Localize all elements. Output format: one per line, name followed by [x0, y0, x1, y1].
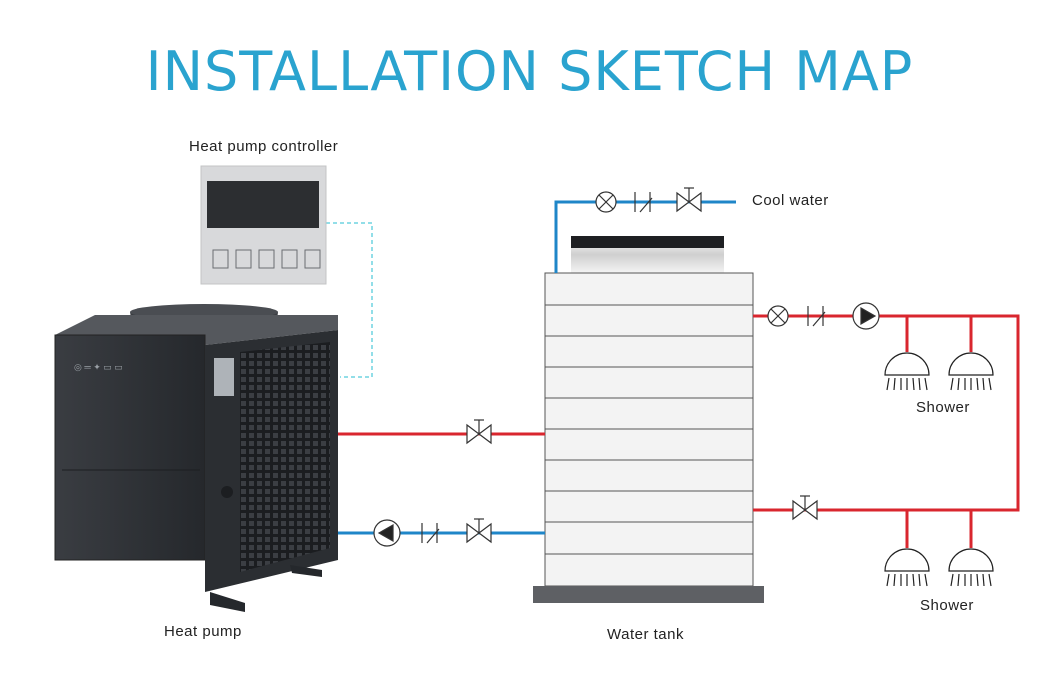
- controller-signal-line: [326, 222, 373, 378]
- shower-heads-upper: [884, 352, 994, 391]
- shower-upper-label: Shower: [916, 399, 970, 416]
- shower-lower-label: Shower: [920, 597, 974, 614]
- water-tank: [533, 236, 764, 603]
- cool-water-inlet-pipe: [554, 200, 736, 273]
- supply-line-fittings: [373, 419, 492, 547]
- hot-outlet-check-valve-icon: [807, 306, 826, 327]
- shower-icon: [948, 548, 994, 587]
- heat-pump-controller: [200, 165, 327, 285]
- mode-icon: [235, 249, 252, 269]
- return-check-valve-icon: [421, 523, 440, 544]
- diagram-title: INSTALLATION SKETCH MAP: [145, 40, 914, 103]
- shower-heads-lower: [884, 548, 994, 587]
- clock-icon: [304, 249, 321, 269]
- heat-pump-unit: ◎ ═ ✦ ▭ ▭: [54, 304, 338, 612]
- svg-text:◎ ═ ✦ ▭ ▭: ◎ ═ ✦ ▭ ▭: [74, 362, 123, 372]
- controller-label: Heat pump controller: [189, 138, 339, 155]
- cool-water-check-valve-icon: [634, 192, 653, 213]
- heat-pump-label: Heat pump: [164, 623, 242, 640]
- shower-icon: [884, 352, 930, 391]
- shower-icon: [884, 548, 930, 587]
- water-tank-label: Water tank: [607, 626, 684, 643]
- shower-icon: [948, 352, 994, 391]
- cool-water-label: Cool water: [752, 192, 829, 209]
- hot-outlet-pipe-upper: [753, 314, 1020, 512]
- minus-icon: [281, 249, 298, 269]
- cool-water-fittings: [595, 187, 702, 213]
- hot-outlet-fittings: [767, 302, 880, 521]
- power-icon: [212, 249, 229, 269]
- plus-icon: [258, 249, 275, 269]
